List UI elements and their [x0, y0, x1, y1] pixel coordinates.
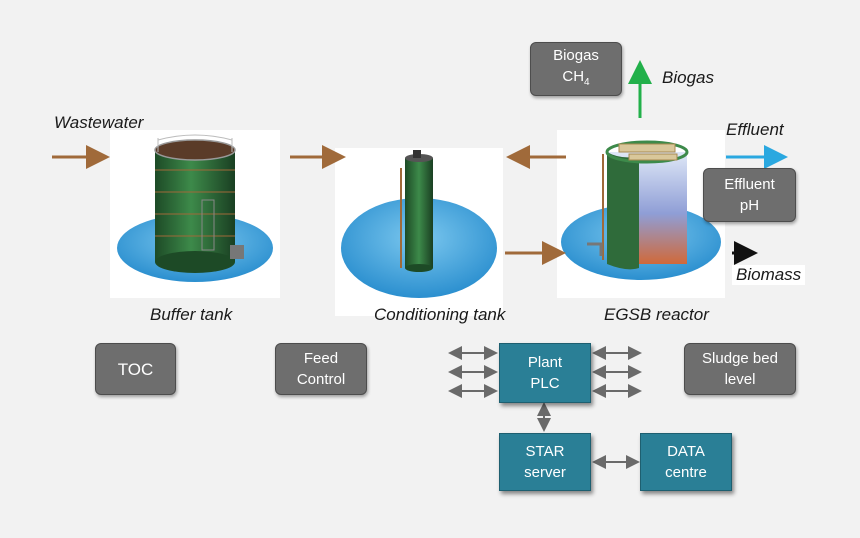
star-server-box: STAR server: [499, 433, 591, 491]
biogas-label: Biogas: [662, 68, 714, 87]
conditioning-tank-illustration: [341, 150, 497, 298]
effluent-ph-box: Effluent pH: [703, 168, 796, 222]
sludge-bed-level-box: Sludge bed level: [684, 343, 796, 395]
buffer-tank-panel: [110, 130, 280, 298]
buffer-tank-illustration: [117, 134, 273, 282]
buffer-tank-label: Buffer tank: [150, 305, 233, 324]
data-centre-box: DATA centre: [640, 433, 732, 491]
biogas-box-label: Biogas: [553, 47, 599, 64]
plant-plc-box: Plant PLC: [499, 343, 591, 403]
effluent-label: Effluent: [726, 120, 784, 139]
biogas-ch4-box: Biogas CH4: [530, 42, 622, 96]
egsb-reactor-panel: [557, 130, 725, 298]
plc-signal-arrows: [448, 346, 642, 469]
biomass-label: Biomass: [732, 265, 806, 285]
feed-control-box: Feed Control: [275, 343, 367, 395]
ch4-box-label: CH4: [562, 68, 590, 88]
toc-box: TOC: [95, 343, 176, 395]
conditioning-tank-label: Conditioning tank: [374, 305, 506, 324]
wastewater-label: Wastewater: [54, 113, 144, 132]
conditioning-tank-panel: [335, 148, 503, 316]
egsb-reactor-illustration: [561, 140, 721, 280]
egsb-reactor-label: EGSB reactor: [604, 305, 709, 324]
